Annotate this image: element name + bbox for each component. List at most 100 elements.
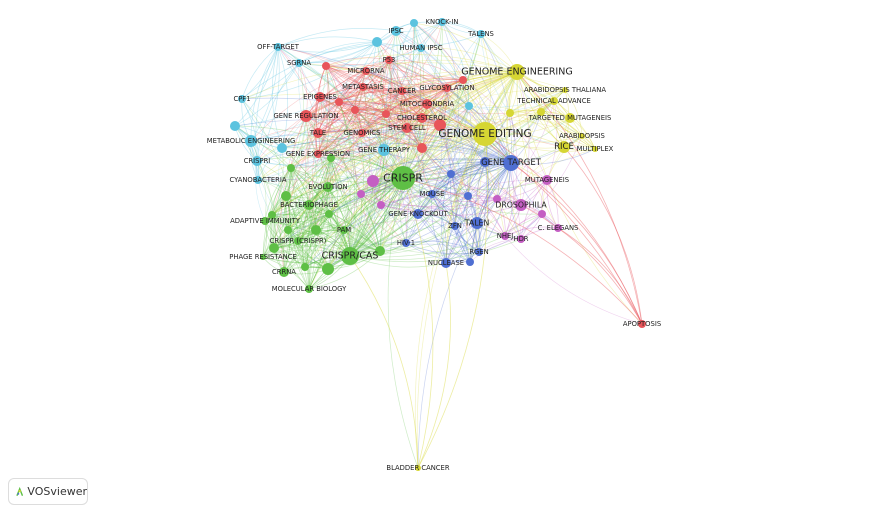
node[interactable] — [367, 175, 379, 187]
node-label[interactable]: MOLECULAR BIOLOGY — [272, 285, 347, 293]
node[interactable] — [459, 76, 467, 84]
node[interactable] — [375, 246, 385, 256]
node[interactable] — [327, 154, 335, 162]
node-technical-advance[interactable] — [550, 97, 558, 105]
node[interactable] — [301, 263, 309, 271]
node-label[interactable]: NHEJ — [497, 232, 514, 240]
node-label[interactable]: HIV-1 — [397, 239, 415, 247]
node-genomics[interactable] — [358, 129, 366, 137]
node-label[interactable]: MOUSE — [420, 190, 445, 198]
node-label[interactable]: METASTASIS — [342, 83, 384, 91]
node-label[interactable]: METABOLIC ENGINEERING — [207, 137, 295, 145]
node-label[interactable]: GENOME EDITING — [438, 128, 531, 140]
node-gene-regulation[interactable] — [300, 110, 312, 122]
node-cpf1[interactable] — [238, 95, 246, 103]
node[interactable] — [372, 37, 382, 47]
node-crrna[interactable] — [279, 267, 289, 277]
node-label[interactable]: GENE EXPRESSION — [286, 150, 350, 158]
node[interactable] — [322, 263, 334, 275]
node-metabolic-engineering[interactable] — [245, 135, 257, 147]
node-label[interactable]: MICRORNA — [347, 67, 384, 75]
node-sgrna[interactable] — [295, 59, 303, 67]
node[interactable] — [269, 243, 279, 253]
node-gene-knockout[interactable] — [413, 209, 423, 219]
node[interactable] — [506, 109, 514, 117]
node-gene-therapy[interactable] — [378, 144, 390, 156]
node-label[interactable]: CRRNA — [272, 268, 296, 276]
node-label[interactable]: PAM — [337, 226, 351, 234]
node-label[interactable]: GENE THERAPY — [358, 146, 411, 154]
node[interactable] — [281, 191, 291, 201]
node[interactable] — [447, 170, 455, 178]
node-label[interactable]: TARGETED MUTAGENEIS — [528, 114, 612, 122]
node[interactable] — [357, 190, 365, 198]
node-nhej[interactable] — [501, 232, 509, 240]
node-label[interactable]: EVOLUTION — [308, 183, 347, 191]
node-label[interactable]: ZFN — [448, 222, 462, 230]
node-label[interactable]: IPSC — [388, 27, 403, 35]
node-label[interactable]: RGEN — [469, 248, 488, 256]
node-hiv-1[interactable] — [402, 239, 410, 247]
node-label[interactable]: GENE REGULATION — [273, 112, 338, 120]
node-phage-resistance[interactable] — [260, 254, 266, 260]
node-zfn[interactable] — [451, 222, 459, 230]
node[interactable] — [417, 143, 427, 153]
node[interactable] — [325, 210, 333, 218]
node-epigenes[interactable] — [315, 92, 325, 102]
node-label[interactable]: GENOMICS — [344, 129, 381, 137]
node-drosophila[interactable] — [515, 199, 527, 211]
node-label[interactable]: MULTIPLEX — [577, 145, 614, 153]
node-arabidopsis[interactable] — [579, 133, 585, 139]
node-label[interactable]: TALEN — [464, 219, 490, 228]
node-evolution[interactable] — [323, 182, 333, 192]
node-label[interactable]: PHAGE RESISTANCE — [229, 253, 297, 261]
node-glycosylation[interactable] — [443, 84, 451, 92]
node-label[interactable]: TALENS — [467, 30, 494, 38]
node[interactable] — [322, 62, 330, 70]
node-bladder-cancer[interactable] — [415, 465, 421, 471]
node-microrna[interactable] — [362, 67, 370, 75]
node-label[interactable]: BLADDER CANCER — [386, 464, 449, 472]
node[interactable] — [410, 19, 418, 27]
node-adaptive-immunity[interactable] — [261, 217, 269, 225]
node-label[interactable]: ADAPTIVE IMMUNITY — [230, 217, 301, 225]
node-hdr[interactable] — [517, 235, 525, 243]
node-bacteriophage[interactable] — [304, 200, 314, 210]
node-label[interactable]: OFF-TARGET — [257, 43, 300, 51]
vosviewer-logo[interactable]: VOSviewer — [8, 478, 88, 505]
node-knock-in[interactable] — [438, 18, 446, 26]
node-label[interactable]: CRISPR — [383, 172, 423, 185]
node-label[interactable]: CHOLESTEROL — [397, 114, 447, 122]
node-label[interactable]: ARABIDOPSIS THALIANA — [524, 86, 606, 94]
node-label[interactable]: NUCLEASE — [428, 259, 464, 267]
node[interactable] — [284, 226, 292, 234]
node-gene-expression[interactable] — [314, 150, 322, 158]
node-gene-target[interactable] — [503, 155, 519, 171]
node[interactable] — [465, 102, 473, 110]
node-tale[interactable] — [313, 128, 323, 138]
node[interactable] — [493, 195, 501, 203]
node[interactable] — [351, 106, 359, 114]
node-rice[interactable] — [558, 141, 570, 153]
node-p53[interactable] — [385, 56, 393, 64]
node-molecular-biology[interactable] — [305, 285, 313, 293]
node-label[interactable]: KNOCK-IN — [426, 18, 459, 26]
node-cyanobacteria[interactable] — [254, 176, 262, 184]
node-pam[interactable] — [340, 226, 348, 234]
node-human-ipsc[interactable] — [417, 44, 425, 52]
node-label[interactable]: ARABIDOPSIS — [559, 132, 605, 140]
node[interactable] — [434, 119, 446, 131]
node-label[interactable]: GENE TARGET — [481, 158, 542, 168]
node-talens[interactable] — [477, 30, 485, 38]
node-label[interactable]: GLYCOSYLATION — [419, 84, 474, 92]
node-label[interactable]: SGRNA — [287, 59, 311, 67]
node-label[interactable]: C. ELEGANS — [538, 224, 579, 232]
node-label[interactable]: RICE — [554, 142, 574, 152]
node-label[interactable]: DROSOPHILA — [495, 201, 547, 210]
node-ipsc[interactable] — [391, 26, 401, 36]
node-label[interactable]: MUTAGENEIS — [525, 176, 569, 184]
node[interactable] — [230, 121, 240, 131]
node-label[interactable]: CRISPR/CAS — [322, 251, 379, 262]
node-label[interactable]: CRISPR (CRISPR) — [270, 237, 327, 245]
